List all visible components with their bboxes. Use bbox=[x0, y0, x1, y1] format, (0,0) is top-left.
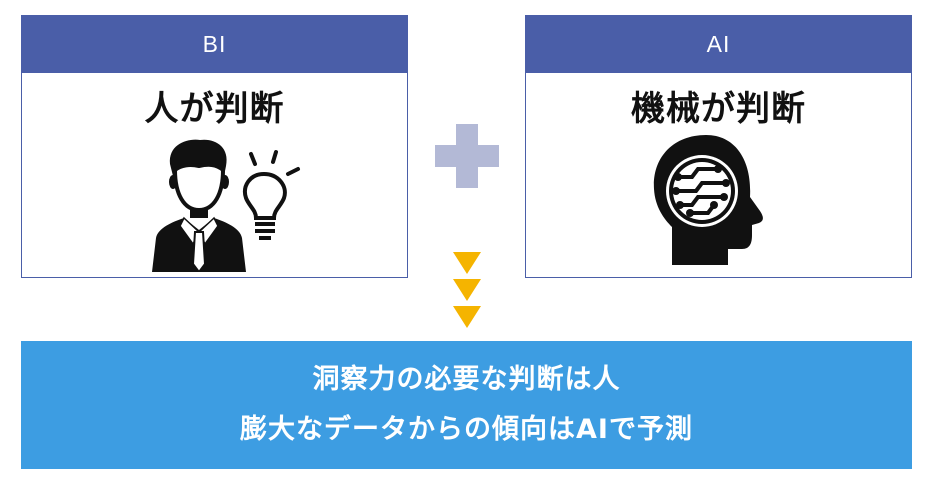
summary-banner: 洞察力の必要な判断は人 膨大なデータからの傾向はAIで予測 bbox=[21, 341, 912, 469]
ai-brain-head-icon bbox=[653, 135, 763, 265]
bi-card: BI 人が判断 bbox=[21, 15, 408, 278]
person-with-lightbulb-icon bbox=[152, 139, 300, 272]
plus-icon bbox=[435, 124, 499, 188]
ai-card-title: 機械が判断 bbox=[631, 89, 806, 129]
summary-line-1: 洞察力の必要な判断は人 bbox=[312, 364, 621, 395]
bi-card-title: 人が判断 bbox=[144, 89, 285, 129]
triple-down-arrow-icon bbox=[453, 252, 481, 328]
ai-card: AI 機械が判断 bbox=[525, 15, 912, 278]
ai-card-header: AI bbox=[526, 16, 911, 73]
bi-card-header: BI bbox=[22, 16, 407, 73]
summary-line-2: 膨大なデータからの傾向はAIで予測 bbox=[240, 414, 693, 445]
